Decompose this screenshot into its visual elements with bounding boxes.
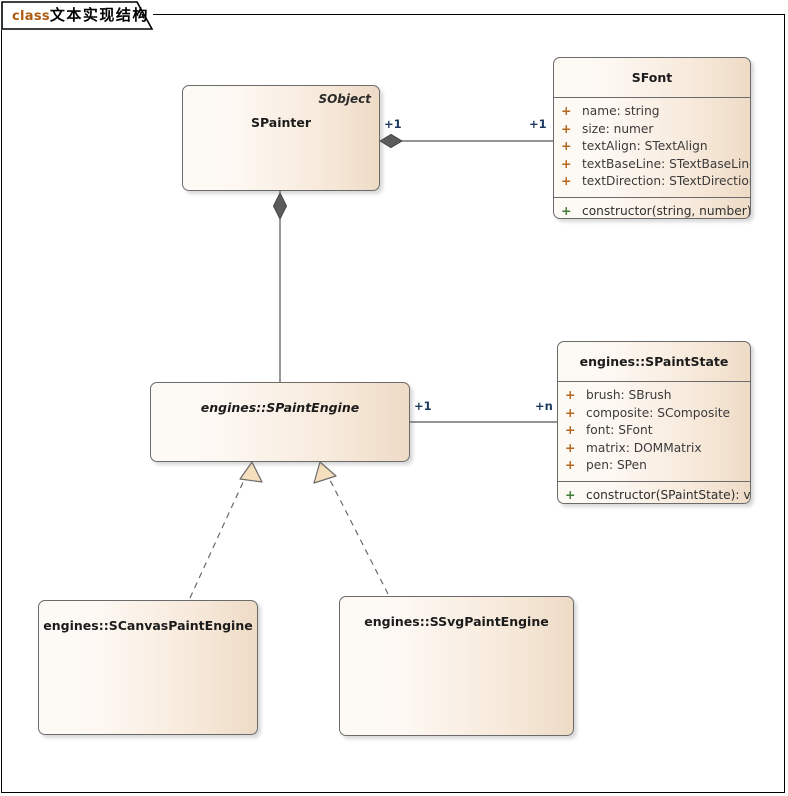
member-text: constructor(SPaintState): void [586,487,751,502]
visibility-marker: + [565,439,576,455]
visibility-marker: + [565,422,576,438]
class-divider-spaintstate-operations [558,480,750,482]
diagram-title-keyword: class [12,9,50,24]
member-text: font: SFont [586,423,653,438]
class-operations-spaintstate: + constructor(SPaintState): void [558,482,751,503]
diagram-frame [1,14,785,793]
class-header-scanvaspaintengine: engines::SCanvasPaintEngine [39,601,257,633]
class-attributes-sfont: + name: string + size: numer + textAlign… [554,98,750,197]
class-box-sfont[interactable]: SFont + name: string + size: numer + tex… [553,57,751,219]
class-name-sfont: SFont [631,70,673,85]
multiplicity-spainter-sfont-source: +1 [384,117,402,131]
multiplicity-spaintengine-spaintstate-target: +n [535,399,553,413]
visibility-marker: + [561,120,572,136]
class-header-sfont: SFont [554,58,750,97]
class-member-row: + constructor(string, number): void [554,202,751,218]
class-member-row: + size: numer [554,121,750,139]
visibility-marker: + [565,387,576,402]
relation-spainter-spaintengine [272,191,288,382]
member-text: name: string [582,104,660,118]
class-box-ssvgpaintengine[interactable]: engines::SSvgPaintEngine [339,596,574,736]
member-text: textDirection: STextDirection [582,174,751,189]
relation-spainter-sfont [379,133,553,149]
visibility-marker: + [561,173,572,189]
class-header-spainter: SObject SPainter [183,86,379,140]
class-divider-spaintstate-attributes [558,381,750,382]
member-text: pen: SPen [586,458,647,473]
class-stereotype-spainter: SObject [318,92,371,106]
class-member-row: + brush: SBrush [558,387,750,405]
class-member-row: + textDirection: STextDirection [554,173,750,191]
class-member-row: + composite: SComposite [558,405,750,423]
visibility-marker: + [561,138,572,154]
diagram-title: class文本实现结构 [12,5,149,27]
class-name-spainter: SPainter [250,115,312,130]
visibility-marker: + [565,486,576,502]
class-divider-sfont-operations [554,196,750,198]
visibility-marker: + [561,202,572,218]
diagram-title-text: 文本实现结构 [49,6,149,24]
class-member-row: + textAlign: STextAlign [554,138,750,156]
class-header-spaintengine: engines::SPaintEngine [151,383,409,415]
relation-ssvg-realization [313,461,389,595]
class-member-row: + textBaseLine: STextBaseLine [554,156,750,174]
member-text: constructor(string, number): void [582,203,751,218]
class-box-spainter[interactable]: SObject SPainter [182,85,380,191]
multiplicity-spainter-sfont-target: +1 [529,117,547,131]
visibility-marker: + [565,457,576,473]
visibility-marker: + [561,155,572,171]
class-name-spaintstate: engines::SPaintState [579,354,729,369]
class-member-row: + constructor(SPaintState): void [558,486,751,503]
member-text: textAlign: STextAlign [582,139,708,154]
class-box-spaintengine[interactable]: engines::SPaintEngine [150,382,410,462]
visibility-marker: + [561,103,572,118]
member-text: matrix: DOMMatrix [586,440,702,455]
member-text: composite: SComposite [586,405,730,420]
class-member-row: + name: string [554,103,750,121]
member-text: size: numer [582,121,654,136]
member-text: brush: SBrush [586,388,672,402]
title-tab-shape [1,1,153,30]
class-header-ssvgpaintengine: engines::SSvgPaintEngine [340,597,573,629]
class-member-row: + font: SFont [558,422,750,440]
multiplicity-spaintengine-spaintstate-source: +1 [414,399,432,413]
class-operations-sfont: + constructor(string, number): void [554,198,751,218]
class-name-scanvaspaintengine: engines::SCanvasPaintEngine [43,618,253,633]
class-box-spaintstate[interactable]: engines::SPaintState + brush: SBrush + c… [557,341,751,504]
diagram-title-tab[interactable]: class文本实现结构 [1,1,153,30]
class-attributes-spaintstate: + brush: SBrush + composite: SComposite … [558,382,750,481]
visibility-marker: + [565,404,576,420]
class-divider-sfont-attributes [554,97,750,98]
class-header-spaintstate: engines::SPaintState [558,342,750,381]
class-member-row: + pen: SPen [558,457,750,475]
class-name-ssvgpaintengine: engines::SSvgPaintEngine [364,614,549,629]
class-box-scanvaspaintengine[interactable]: engines::SCanvasPaintEngine [38,600,258,735]
class-name-spaintengine: engines::SPaintEngine [200,400,360,415]
relation-scanvas-realization [189,461,263,599]
member-text: textBaseLine: STextBaseLine [582,156,751,171]
class-member-row: + matrix: DOMMatrix [558,440,750,458]
